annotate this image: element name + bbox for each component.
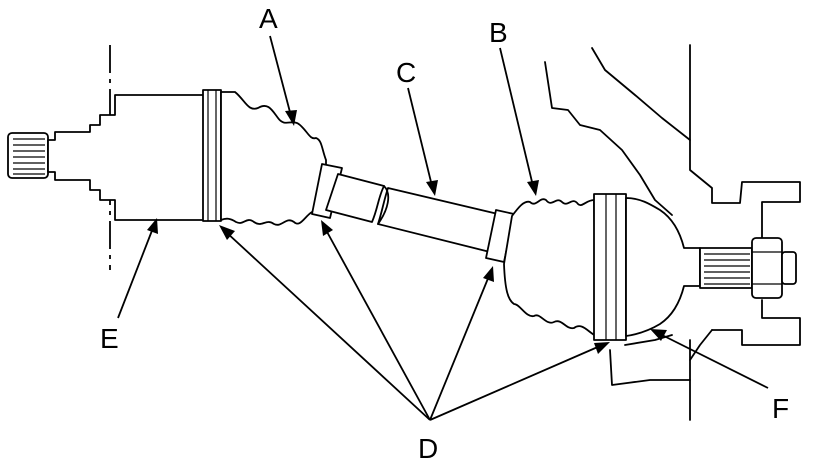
outboard-boot	[503, 198, 597, 337]
label-c: C	[396, 57, 416, 88]
knuckle-outline	[544, 44, 801, 421]
label-d: D	[418, 433, 438, 464]
inboard-boot	[220, 91, 327, 226]
leader-f	[659, 333, 769, 389]
label-e: E	[100, 323, 119, 354]
outboard-housing-clamp	[593, 193, 627, 341]
intermediate-shaft-left	[325, 173, 385, 223]
axle-nut	[751, 237, 797, 299]
leader-e	[117, 227, 154, 319]
leader-a	[269, 35, 292, 117]
outboard-spline	[699, 247, 753, 289]
outboard-joint-housing	[625, 197, 701, 337]
label-f: F	[772, 393, 789, 424]
inboard-joint-housing	[47, 94, 206, 221]
intermediate-shaft-right	[377, 187, 499, 253]
leader-b	[499, 47, 534, 187]
label-a: A	[259, 3, 278, 34]
leader-c	[407, 87, 433, 187]
inboard-housing-clamp	[202, 89, 222, 222]
label-b: B	[489, 17, 508, 48]
leaders-d	[219, 220, 610, 421]
inboard-spline	[7, 132, 49, 179]
inboard-boot-clamp	[311, 163, 343, 219]
